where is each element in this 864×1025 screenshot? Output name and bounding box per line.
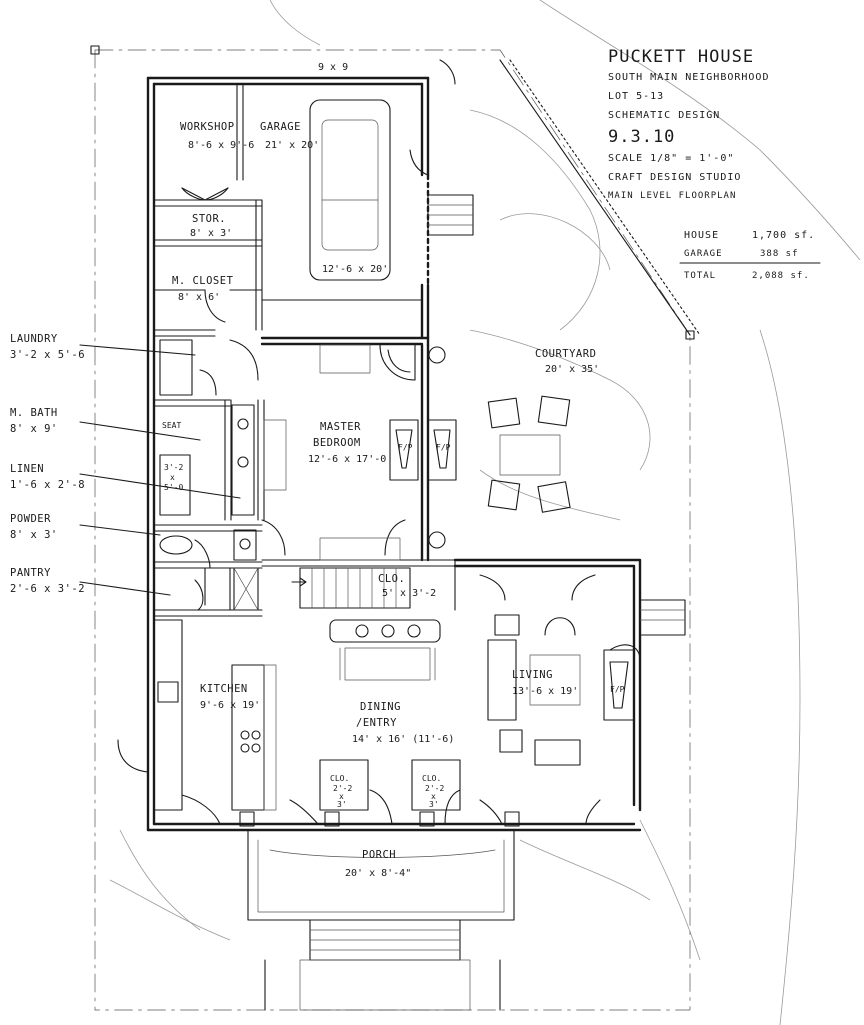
courtyard-steps xyxy=(427,59,701,636)
fp-left-label: F/P xyxy=(398,443,413,452)
project-neighborhood: SOUTH MAIN NEIGHBORHOOD xyxy=(608,72,769,83)
callout-powder-dim: 8' x 3' xyxy=(10,529,58,541)
project-date: 9.3.10 xyxy=(608,127,675,147)
master-fixtures xyxy=(263,344,457,561)
project-scale: SCALE 1/8" = 1'-0" xyxy=(608,153,734,164)
callout-linen-name: LINEN xyxy=(10,463,44,475)
fp-right-label: F/P xyxy=(436,443,451,452)
callout-mbath-name: M. BATH xyxy=(10,407,58,419)
property-lines xyxy=(90,45,695,1011)
dining-fixtures xyxy=(329,619,441,681)
clo2-dim-2: x xyxy=(431,792,436,801)
stor-dim: 8' x 3' xyxy=(190,228,232,239)
porch xyxy=(239,811,520,1011)
landscape-sketch xyxy=(109,0,861,1025)
courtyard-dim: 20' x 35' xyxy=(545,364,599,375)
garage-dim: 21' x 20' xyxy=(265,140,319,151)
clo1-dim-2: x xyxy=(339,792,344,801)
callout-leaders xyxy=(79,344,241,596)
workshop-label: WORKSHOP xyxy=(180,121,235,133)
kitchen-fixtures xyxy=(153,619,277,811)
side-callouts: LAUNDRY 3'-2 x 5'-6 M. BATH 8' x 9' LINE… xyxy=(10,333,85,595)
area-garage-label: GARAGE xyxy=(684,249,723,259)
area-house-label: HOUSE xyxy=(684,230,719,241)
dining-label-1: DINING xyxy=(360,701,401,713)
door-swings xyxy=(117,59,641,825)
callout-laundry-name: LAUNDRY xyxy=(10,333,58,345)
callout-pantry-name: PANTRY xyxy=(10,567,51,579)
stair xyxy=(299,567,411,609)
arrow-icon xyxy=(291,577,307,587)
title-block: PUCKETT HOUSE SOUTH MAIN NEIGHBORHOOD LO… xyxy=(608,47,821,281)
clo2-dim-3: 3' xyxy=(429,800,439,809)
garage-bay-dim: 12'-6 x 20' xyxy=(322,264,388,275)
project-sheet: MAIN LEVEL FLOORPLAN xyxy=(608,191,736,201)
callout-pantry-dim: 2'-6 x 3'-2 xyxy=(10,583,85,595)
porch-label: PORCH xyxy=(362,849,396,861)
m-closet-dim: 8' x 6' xyxy=(178,292,220,303)
area-total-value: 2,088 sf. xyxy=(752,271,810,281)
garage-car xyxy=(309,99,391,281)
clo1-dim-3: 3' xyxy=(337,800,347,809)
stor-label: STOR. xyxy=(192,213,226,225)
kitchen-dim: 9'-6 x 19' xyxy=(200,700,260,711)
callout-laundry-dim: 3'-2 x 5'-6 xyxy=(10,349,85,361)
callout-mbath-dim: 8' x 9' xyxy=(10,423,58,435)
living-dim: 13'-6 x 19' xyxy=(512,686,578,697)
dining-dim: 14' x 16' (11'-6) xyxy=(352,734,454,745)
m-closet-label: M. CLOSET xyxy=(172,275,234,287)
callout-powder-name: POWDER xyxy=(10,513,51,525)
callout-linen-dim: 1'-6 x 2'-8 xyxy=(10,479,85,491)
bath-fixtures xyxy=(159,339,259,611)
living-label: LIVING xyxy=(512,669,553,681)
clo1-label: CLO. xyxy=(330,774,349,783)
shower-dim-1: 3'-2 xyxy=(164,463,183,472)
interior-walls xyxy=(153,83,456,617)
project-title: PUCKETT HOUSE xyxy=(608,47,754,67)
top-dim-label: 9 x 9 xyxy=(318,62,348,73)
courtyard-furniture xyxy=(428,346,571,549)
master-label-2: BEDROOM xyxy=(313,437,361,449)
area-house-value: 1,700 sf. xyxy=(752,230,815,241)
shower-dim-3: 5'-0 xyxy=(164,483,183,492)
living-fixtures xyxy=(487,614,635,766)
porch-dim: 20' x 8'-4" xyxy=(345,868,411,879)
garage-label: GARAGE xyxy=(260,121,301,133)
entry-closets xyxy=(319,759,461,811)
dining-label-2: /ENTRY xyxy=(356,717,397,729)
clo-stair-label: CLO. xyxy=(378,573,405,585)
room-labels: 9 x 9 WORKSHOP 8'-6 x 9'-6 GARAGE 21' x … xyxy=(162,62,625,879)
seat-label: SEAT xyxy=(162,421,181,430)
master-dim: 12'-6 x 17'-0 xyxy=(308,454,386,465)
project-lot: LOT 5-13 xyxy=(608,91,664,102)
master-label-1: MASTER xyxy=(320,421,361,433)
workshop-dim: 8'-6 x 9'-6 xyxy=(188,140,254,151)
courtyard-label: COURTYARD xyxy=(535,348,596,360)
area-total-label: TOTAL xyxy=(684,271,716,281)
project-phase: SCHEMATIC DESIGN xyxy=(608,110,720,121)
project-firm: CRAFT DESIGN STUDIO xyxy=(608,172,741,183)
area-garage-value: 388 sf xyxy=(760,249,799,259)
clo2-dim-1: 2'-2 xyxy=(425,784,444,793)
shower-dim-2: x xyxy=(170,473,175,482)
clo1-dim-1: 2'-2 xyxy=(333,784,352,793)
fp-living-label: F/P xyxy=(610,685,625,694)
clo-stair-dim: 5' x 3'-2 xyxy=(382,588,436,599)
kitchen-label: KITCHEN xyxy=(200,683,248,695)
clo2-label: CLO. xyxy=(422,774,441,783)
